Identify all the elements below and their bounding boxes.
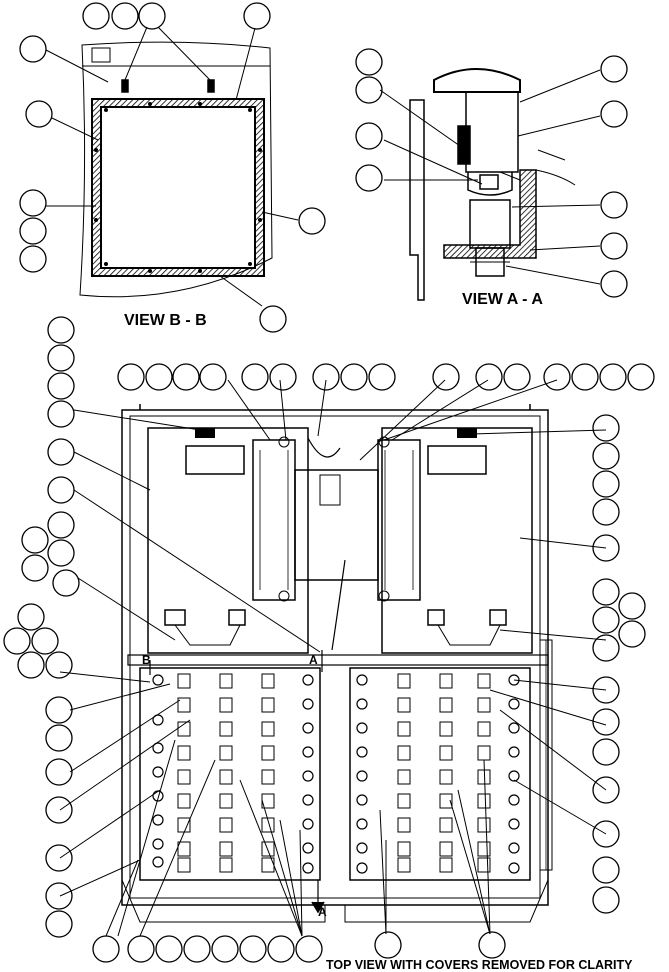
top-view-caption: TOP VIEW WITH COVERS REMOVED FOR CLARITY	[326, 958, 633, 972]
view-b-caption: VIEW B - B	[124, 312, 207, 329]
section-mark-a-upper: A	[309, 653, 318, 667]
view-a-a	[355, 48, 628, 301]
view-a-caption: VIEW A - A	[462, 291, 543, 308]
top-view	[3, 316, 655, 963]
view-b-b	[19, 2, 326, 333]
section-mark-a-lower: A	[318, 905, 327, 919]
section-mark-b: B	[142, 653, 151, 667]
